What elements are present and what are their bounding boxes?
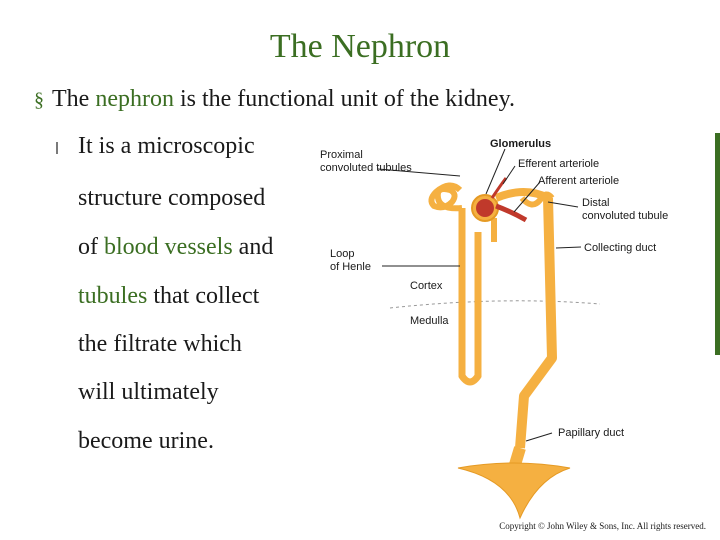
pointer-distal	[547, 201, 579, 208]
collecting-duct-shape	[515, 197, 557, 449]
pointer-glomerulus	[485, 148, 506, 195]
sub-bullet-marker	[56, 142, 58, 154]
label-medulla: Medulla	[410, 315, 449, 327]
label-collecting-duct: Collecting duct	[584, 242, 656, 254]
bullet-marker: §	[34, 89, 44, 111]
label-glomerulus: Glomerulus	[490, 138, 551, 150]
highlight-tubules: tubules	[78, 283, 148, 309]
label-cortex: Cortex	[410, 280, 443, 292]
renal-papilla-shape	[457, 462, 571, 520]
sub-line-6: will ultimately	[78, 379, 219, 405]
label-efferent: Efferent arteriole	[518, 158, 599, 170]
label-afferent: Afferent arteriole	[538, 175, 619, 187]
pointer-afferent	[513, 181, 541, 213]
main-bullet: § The nephron is the functional unit of t…	[34, 86, 515, 113]
highlight-blood-vessels: blood vessels	[104, 234, 233, 260]
afferent-arteriole-shape	[495, 203, 528, 223]
copyright-notice: Copyright © John Wiley & Sons, Inc. All …	[499, 521, 706, 531]
slide-title: The Nephron	[269, 28, 451, 65]
bullet-highlight-nephron: nephron	[95, 86, 174, 112]
distal-tubule-coil	[519, 191, 555, 208]
cortex-medulla-boundary	[389, 300, 601, 309]
label-loop-1: Loop	[330, 248, 354, 260]
loop-of-henle-shape	[458, 208, 482, 386]
efferent-arteriole-shape	[490, 177, 508, 199]
sub-line-5: the filtrate which	[78, 331, 242, 357]
sub-line-4-post: that collect	[147, 283, 260, 309]
sub-line-1: It is a microscopic	[78, 133, 255, 159]
label-proximal-2: convoluted tubules	[320, 162, 412, 174]
pointer-proximal	[377, 168, 461, 177]
label-distal-1: Distal	[582, 197, 610, 209]
sub-line-2: structure composed	[78, 185, 266, 211]
pointer-efferent	[502, 165, 516, 185]
label-papillary-duct: Papillary duct	[558, 427, 624, 439]
pointer-collecting	[555, 246, 582, 249]
label-loop-2: of Henle	[330, 261, 371, 273]
sub-line-3-post: and	[232, 234, 274, 260]
label-distal-2: convoluted tubule	[582, 210, 668, 222]
pointer-papillary	[525, 432, 553, 442]
sub-line-4: tubules that collect	[78, 283, 259, 310]
glomerulus-shape	[476, 199, 494, 217]
nephron-diagram: Proximal convoluted tubules Glomerulus E…	[320, 138, 668, 520]
sub-line-7: become urine.	[78, 428, 214, 454]
bullet-text-pre: The	[52, 86, 96, 112]
bullet-text-post: is the functional unit of the kidney.	[173, 86, 516, 112]
accent-bar	[715, 133, 720, 355]
proximal-tubule-shape	[428, 182, 463, 212]
sub-line-3-pre: of	[78, 234, 104, 260]
label-proximal-1: Proximal	[320, 149, 363, 161]
sub-line-3: of blood vessels and	[78, 234, 273, 261]
